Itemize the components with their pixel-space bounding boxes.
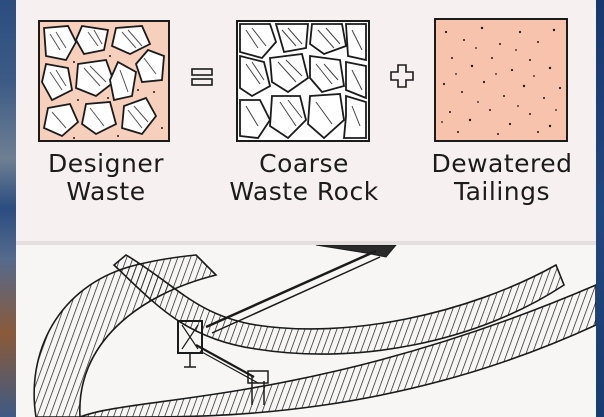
background-right-strip [596,0,604,417]
conveyor-stacker-sketch [16,245,596,417]
plus-sign-icon [388,62,416,90]
background-left-strip [0,0,16,417]
designer-waste-illustration [38,20,170,142]
dewatered-tailings-caption: Dewatered Tailings [424,150,580,206]
coarse-waste-rock-illustration [236,20,370,142]
coarse-waste-rock-label-line1: Coarse [218,150,390,178]
designer-waste-caption: Designer Waste [36,150,176,206]
dewatered-tailings-label-line2: Tailings [424,178,580,206]
dewatered-tailings-label-line1: Dewatered [424,150,580,178]
coarse-waste-rock-caption: Coarse Waste Rock [218,150,390,206]
equals-sign-icon [190,64,216,90]
designer-waste-label-line2: Waste [36,178,176,206]
coarse-waste-rock-label-line2: Waste Rock [218,178,390,206]
dewatered-tailings-illustration [434,18,568,142]
designer-waste-label-line1: Designer [36,150,176,178]
